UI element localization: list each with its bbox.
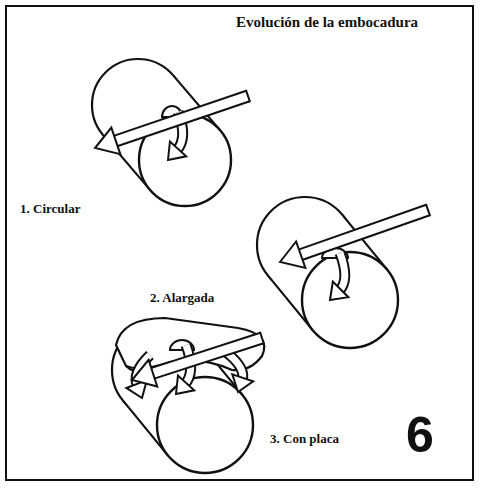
flute-head-lip-plate <box>112 318 264 473</box>
arrow-head <box>232 374 253 392</box>
arrow-tail <box>260 332 264 344</box>
figure-label: 1. Circular <box>20 201 80 217</box>
frame <box>6 6 473 480</box>
arrow-outline <box>114 96 248 142</box>
arrow-fill <box>151 338 262 374</box>
flute-head-circular <box>92 59 250 206</box>
arrow-outline <box>339 253 345 291</box>
arrow-fill <box>339 253 345 291</box>
flute-heads <box>92 59 430 473</box>
arrow-head <box>176 376 194 394</box>
arrow-head <box>132 360 157 387</box>
figure-number: 6 <box>406 410 434 460</box>
arrow-head <box>95 128 120 155</box>
arrow-head <box>330 282 348 300</box>
figure-label: 3. Con placa <box>270 431 339 447</box>
arrow-tail <box>246 90 250 102</box>
figure-label: 2. Alargada <box>150 290 214 306</box>
flute-head-elongated <box>257 197 430 348</box>
arrow-head <box>168 142 186 160</box>
arrow-outline <box>299 210 428 255</box>
arrow-fill <box>114 96 248 142</box>
arrow-fill <box>299 210 428 255</box>
arrow-tail <box>426 204 430 216</box>
arrow-outline <box>151 338 262 374</box>
diagram-title: Evolución de la embocadura <box>236 14 418 31</box>
cylinder-front <box>302 252 398 348</box>
arrow-head <box>280 241 305 267</box>
